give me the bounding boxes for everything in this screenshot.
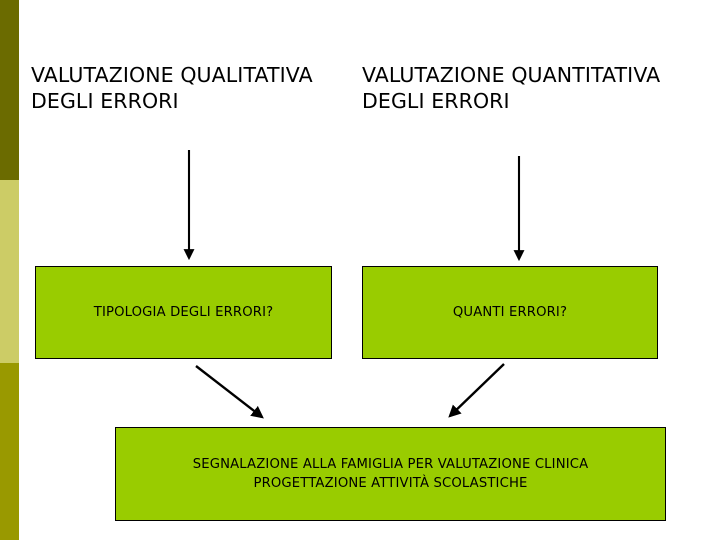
sidebar-strip-olive — [0, 363, 19, 540]
heading-valutazione-qualitativa: VALUTAZIONE QUALITATIVA DEGLI ERRORI — [31, 63, 313, 113]
arrow-quanti-to-segnalazione — [448, 363, 505, 418]
sidebar-strip-dark-olive — [0, 0, 19, 180]
sidebar-strip-pale-olive — [0, 180, 19, 363]
box-segnalazione-famiglia: SEGNALAZIONE ALLA FAMIGLIA PER VALUTAZIO… — [115, 427, 666, 521]
box-tipologia-degli-errori: TIPOLOGIA DEGLI ERRORI? — [35, 266, 332, 359]
box-quanti-errori: QUANTI ERRORI? — [362, 266, 658, 359]
box-tipologia-label: TIPOLOGIA DEGLI ERRORI? — [93, 305, 274, 320]
arrow-tipologia-to-segnalazione — [195, 365, 264, 419]
box-segnalazione-label: SEGNALAZIONE ALLA FAMIGLIA PER VALUTAZIO… — [192, 457, 589, 491]
box-quanti-label: QUANTI ERRORI? — [452, 305, 568, 320]
heading-valutazione-quantitativa: VALUTAZIONE QUANTITATIVA DEGLI ERRORI — [362, 63, 661, 113]
